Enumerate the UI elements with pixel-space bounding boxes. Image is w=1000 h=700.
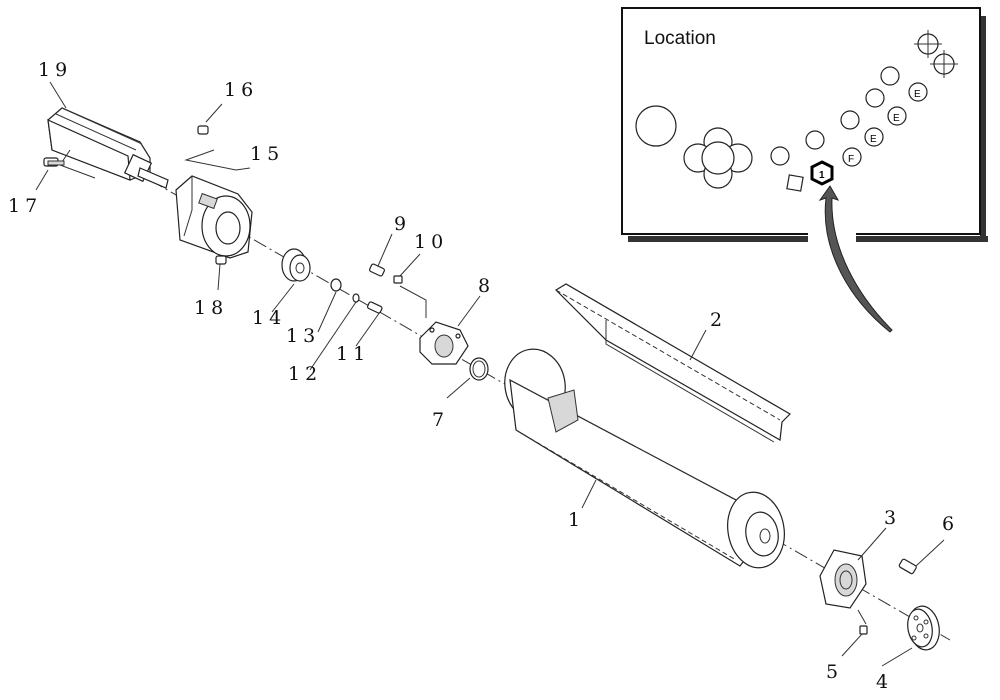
part-9-screw: [369, 263, 385, 277]
label-part-16: 16: [224, 79, 258, 101]
inset-letter-f: F: [848, 154, 854, 165]
label-part-1: 1: [568, 509, 585, 531]
part-2-blade: [555, 283, 791, 443]
part-15-housing: [175, 175, 253, 259]
part-17-screw: [43, 157, 65, 167]
part-1-drum: [504, 348, 785, 569]
part-11-screw: [367, 301, 383, 314]
part-16-nut: [197, 125, 209, 135]
part-14-sprocket: [281, 248, 311, 282]
part-4-bearing: [907, 605, 940, 651]
label-part-4: 4: [876, 671, 893, 693]
label-part-9: 9: [394, 213, 411, 235]
location-marker-numeral: 1: [819, 170, 825, 181]
part-8-flange: [419, 321, 469, 365]
part-10-nut: [393, 275, 403, 284]
part-13-washer: [330, 278, 342, 292]
part-18-nut: [215, 255, 227, 265]
part-12-lock-washer: [352, 293, 360, 303]
label-part-7: 7: [432, 409, 449, 431]
part-6-screw: [898, 558, 917, 575]
part-19-motor: [47, 107, 169, 189]
part-5-fastener: [859, 625, 868, 635]
label-part-6: 6: [942, 513, 959, 535]
inset-letter-e-1: E: [914, 89, 921, 100]
label-part-2: 2: [710, 309, 727, 331]
inset-title: Location: [644, 28, 716, 49]
location-marker-hexagon: [810, 160, 834, 186]
part-3-end-plate: [819, 549, 867, 609]
part-labels: 19 16 15 17 18 14 13 12 11 9 10 8 2 7 1 …: [8, 59, 959, 693]
leader-lines: [35, 81, 945, 667]
label-part-13: 13: [286, 325, 320, 347]
label-part-10: 10: [414, 231, 448, 253]
part-7-snap-ring: [469, 357, 489, 381]
inset-letter-e-3: E: [870, 134, 877, 145]
label-part-15: 15: [250, 143, 284, 165]
label-part-11: 11: [336, 343, 370, 365]
label-part-5: 5: [826, 661, 843, 683]
label-part-18: 18: [194, 297, 228, 319]
label-part-3: 3: [884, 507, 901, 529]
label-part-14: 14: [252, 307, 286, 329]
location-inset: Location E E E F 1: [621, 7, 988, 333]
location-arrow-icon: [818, 185, 893, 333]
label-part-19: 19: [38, 59, 72, 81]
inset-shadow-right: [980, 16, 986, 242]
inset-letter-e-2: E: [893, 113, 900, 124]
label-part-12: 12: [288, 363, 322, 385]
label-part-8: 8: [478, 275, 495, 297]
label-part-17: 17: [8, 195, 42, 217]
